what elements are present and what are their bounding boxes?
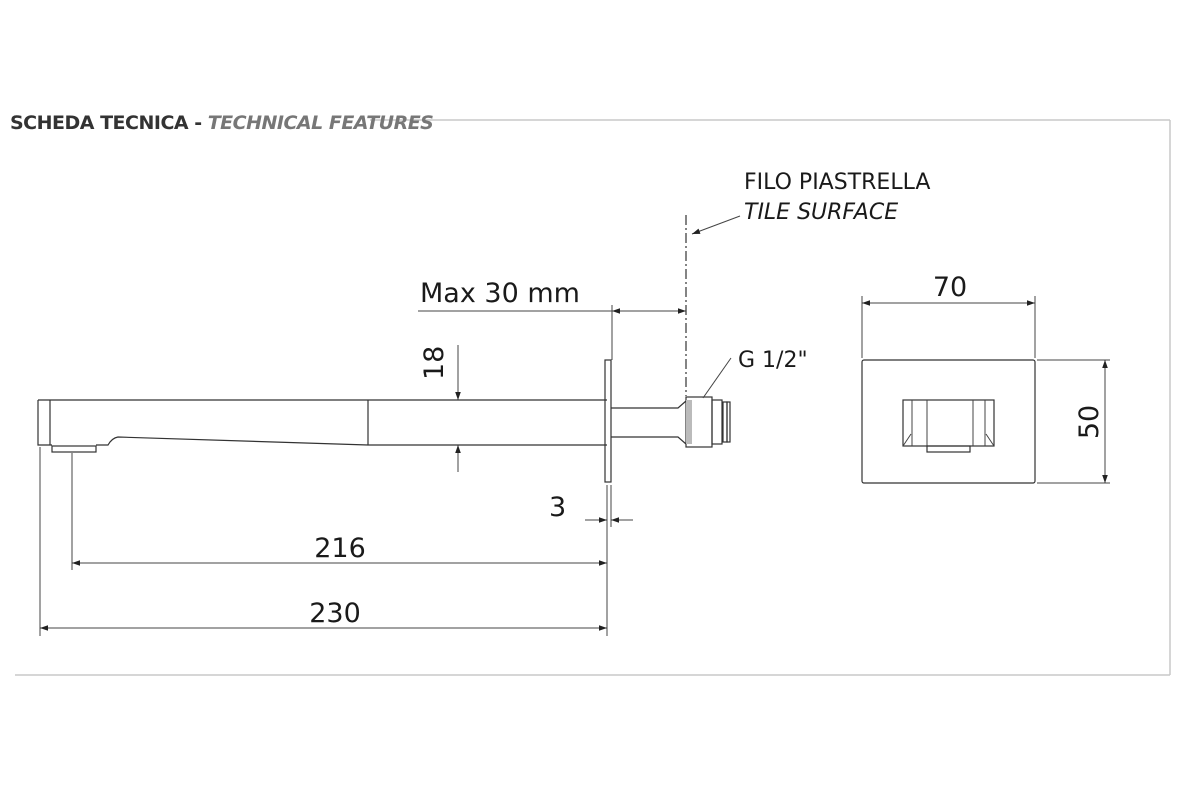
- thread-label: G 1/2": [738, 348, 808, 373]
- aerator: [51, 445, 97, 453]
- height-18-label: 18: [419, 346, 450, 380]
- thread-leader: [702, 357, 732, 399]
- tile-surface-leader: [691, 215, 741, 235]
- frame: [15, 119, 1171, 676]
- plate-front-view: [861, 359, 1036, 484]
- spout-side-view: [37, 359, 731, 483]
- tile-surface-label-en: TILE SURFACE: [744, 200, 898, 225]
- plate-width-label: 70: [933, 272, 967, 303]
- flange-3-label: 3: [549, 492, 566, 523]
- projection-216-label: 216: [314, 533, 366, 564]
- plate-height-label: 50: [1074, 405, 1105, 439]
- section-title: SCHEDA TECNICA - TECHNICAL FEATURES: [10, 112, 433, 134]
- tile-surface-label-it: FILO PIASTRELLA: [744, 170, 930, 195]
- max-30-label: Max 30 mm: [420, 278, 580, 309]
- wall-flange: [604, 359, 612, 483]
- total-230-label: 230: [309, 598, 361, 629]
